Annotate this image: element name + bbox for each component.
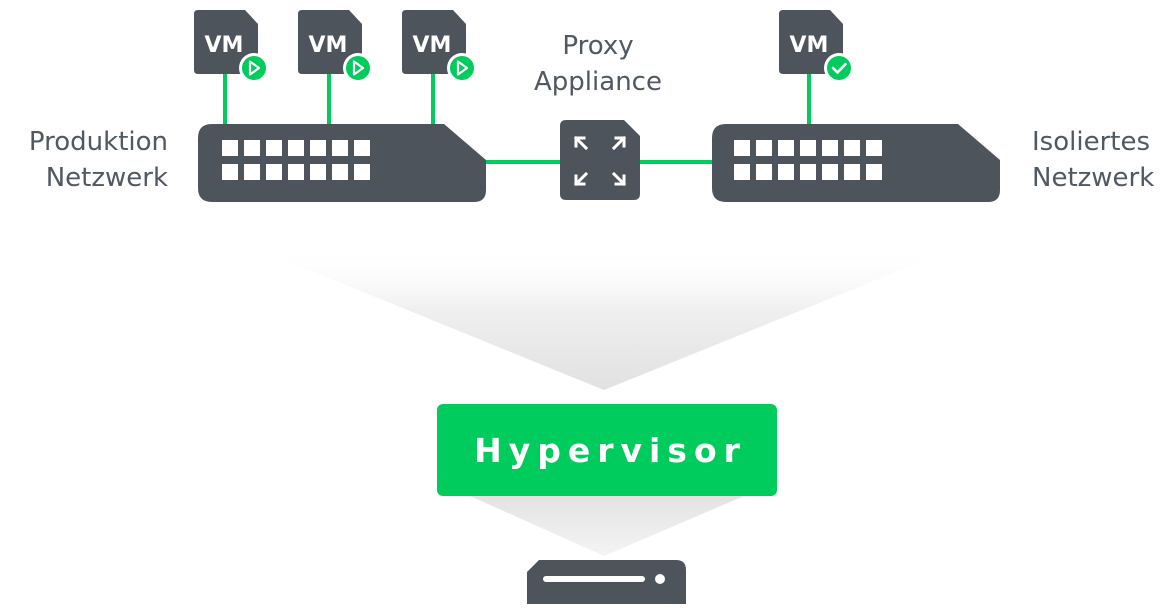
- vm-label: VM: [309, 33, 348, 58]
- hypervisor-box: Hypervisor: [437, 404, 777, 496]
- proxy-appliance-icon: [560, 120, 640, 200]
- vm-label: VM: [413, 33, 452, 58]
- isolated-network-label-line1: Isoliertes: [1032, 127, 1150, 157]
- vm-icon: VM: [194, 10, 269, 83]
- vm-icon: VM: [298, 10, 373, 83]
- isolated-network-label-line2: Netzwerk: [1032, 163, 1155, 193]
- hypervisor-label: Hypervisor: [474, 430, 747, 470]
- play-status-icon: [242, 56, 266, 80]
- server-icon: [527, 560, 686, 604]
- isolated-network-label: Isoliertes Netzwerk: [1032, 124, 1172, 196]
- vm-label: VM: [205, 33, 244, 58]
- production-network-label: Produktion Netzwerk: [18, 124, 168, 196]
- proxy-appliance-label-line1: Proxy: [562, 31, 634, 61]
- funnel-shadow-top: [250, 246, 960, 390]
- vm-icon: VM: [779, 10, 854, 83]
- network-links: [223, 72, 811, 164]
- proxy-appliance-label-line2: Appliance: [534, 67, 662, 97]
- vm-icon: VM: [402, 10, 477, 83]
- proxy-appliance-label: Proxy Appliance: [520, 28, 676, 100]
- production-switch-icon: [198, 124, 486, 202]
- play-status-icon: [346, 56, 370, 80]
- check-status-icon: [827, 56, 851, 80]
- funnel-shadow-bottom: [470, 496, 744, 556]
- play-status-icon: [450, 56, 474, 80]
- production-network-label-line1: Produktion: [28, 127, 168, 157]
- vm-label: VM: [790, 33, 829, 58]
- isolated-switch-icon: [712, 124, 1000, 202]
- production-network-label-line2: Netzwerk: [45, 163, 168, 193]
